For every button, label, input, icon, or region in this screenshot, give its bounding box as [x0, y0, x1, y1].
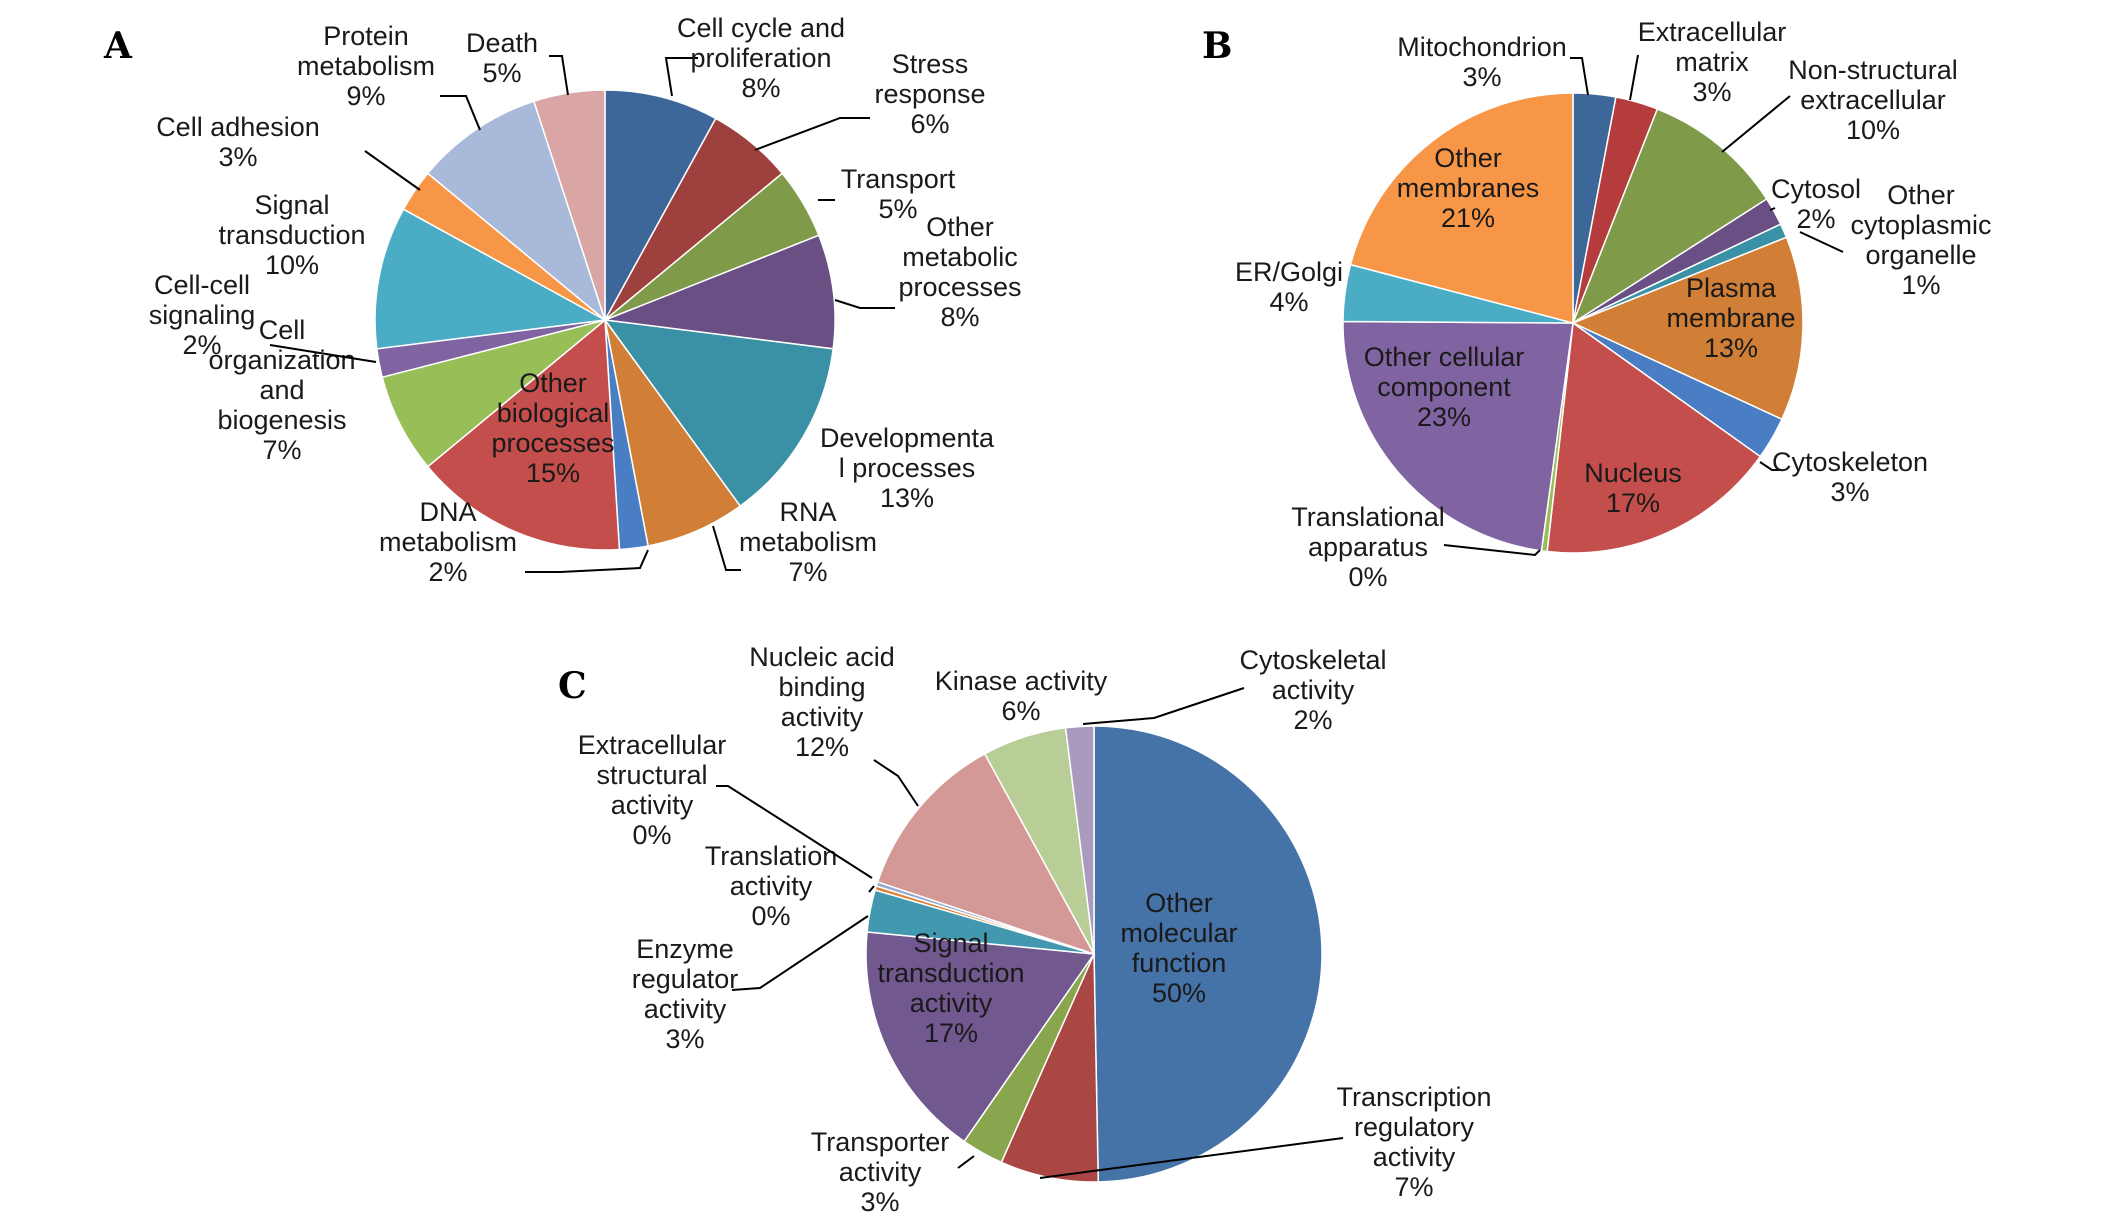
pie-slice-rna-metabolism — [604, 319, 742, 547]
leader-line-stress-response — [754, 117, 870, 151]
pie-slice-other-cellular-component — [1342, 320, 1574, 552]
leader-line-cell-adhesion — [364, 150, 421, 191]
leader-line-cytoskeletal-activity — [1082, 687, 1245, 725]
pie-slice-nucleus — [1546, 321, 1762, 554]
leader-line-death — [549, 55, 569, 96]
leader-line-mitochondrion — [1570, 57, 1589, 96]
panel-letter-c: C — [558, 665, 587, 707]
pie-slice-signal-transduction-activity — [865, 931, 1096, 1143]
leader-line-nucleic-acid-binding-activity — [873, 759, 919, 807]
leader-line-other-metabolic-processes — [834, 299, 895, 309]
leader-line-extracellular-structural-activity — [716, 785, 873, 879]
leader-line-protein-metabolism — [440, 95, 481, 131]
panel-letter-b: B — [1202, 25, 1232, 67]
leader-line-cell-cycle-and-proliferation — [664, 57, 698, 97]
panel-letter-a: A — [103, 25, 133, 67]
pie-slice-non-structural-extracellular — [1571, 108, 1768, 325]
pie-slice-signal-transduction — [374, 208, 608, 350]
leader-line-rna-metabolism — [712, 525, 741, 571]
pie-slice-death — [532, 89, 606, 321]
pie-slice-cell-cycle-and-proliferation — [604, 89, 717, 321]
leader-line-other-cytoplasmic-organelle — [1799, 231, 1844, 253]
leader-line-transcription-regulatory-activity — [1039, 1137, 1344, 1179]
pie-slice-nucleic-acid-binding-activity — [876, 752, 1096, 956]
pie-slice-other-membranes — [1349, 92, 1574, 324]
leader-line-enzyme-regulator-activity — [731, 915, 869, 991]
pie-slice-cytoskeletal-activity — [1064, 725, 1095, 955]
pie-slice-protein-metabolism — [426, 100, 607, 323]
leader-line-cytoskeleton — [1759, 461, 1782, 471]
pie-slice-plasma-membrane — [1571, 236, 1804, 421]
leader-line-extracellular-matrix — [1629, 54, 1639, 101]
pie-slice-other-metabolic-processes — [604, 234, 836, 350]
leader-line-translation-activity — [868, 885, 875, 893]
leader-line-transporter-activity — [957, 1155, 975, 1169]
leader-line-cytosol — [1769, 207, 1776, 211]
leader-line-non-structural-extracellular — [1721, 95, 1791, 153]
pie-slice-cell-organization-and-biogenesis — [381, 319, 606, 468]
pie-slice-developmental-processes — [603, 319, 835, 508]
pie-slice-other-biological-processes — [426, 318, 621, 551]
leader-line-dna-metabolism — [525, 549, 649, 573]
leader-line-cell-cell-signaling — [269, 344, 377, 363]
leader-line-translational-apparatus — [1443, 544, 1541, 557]
